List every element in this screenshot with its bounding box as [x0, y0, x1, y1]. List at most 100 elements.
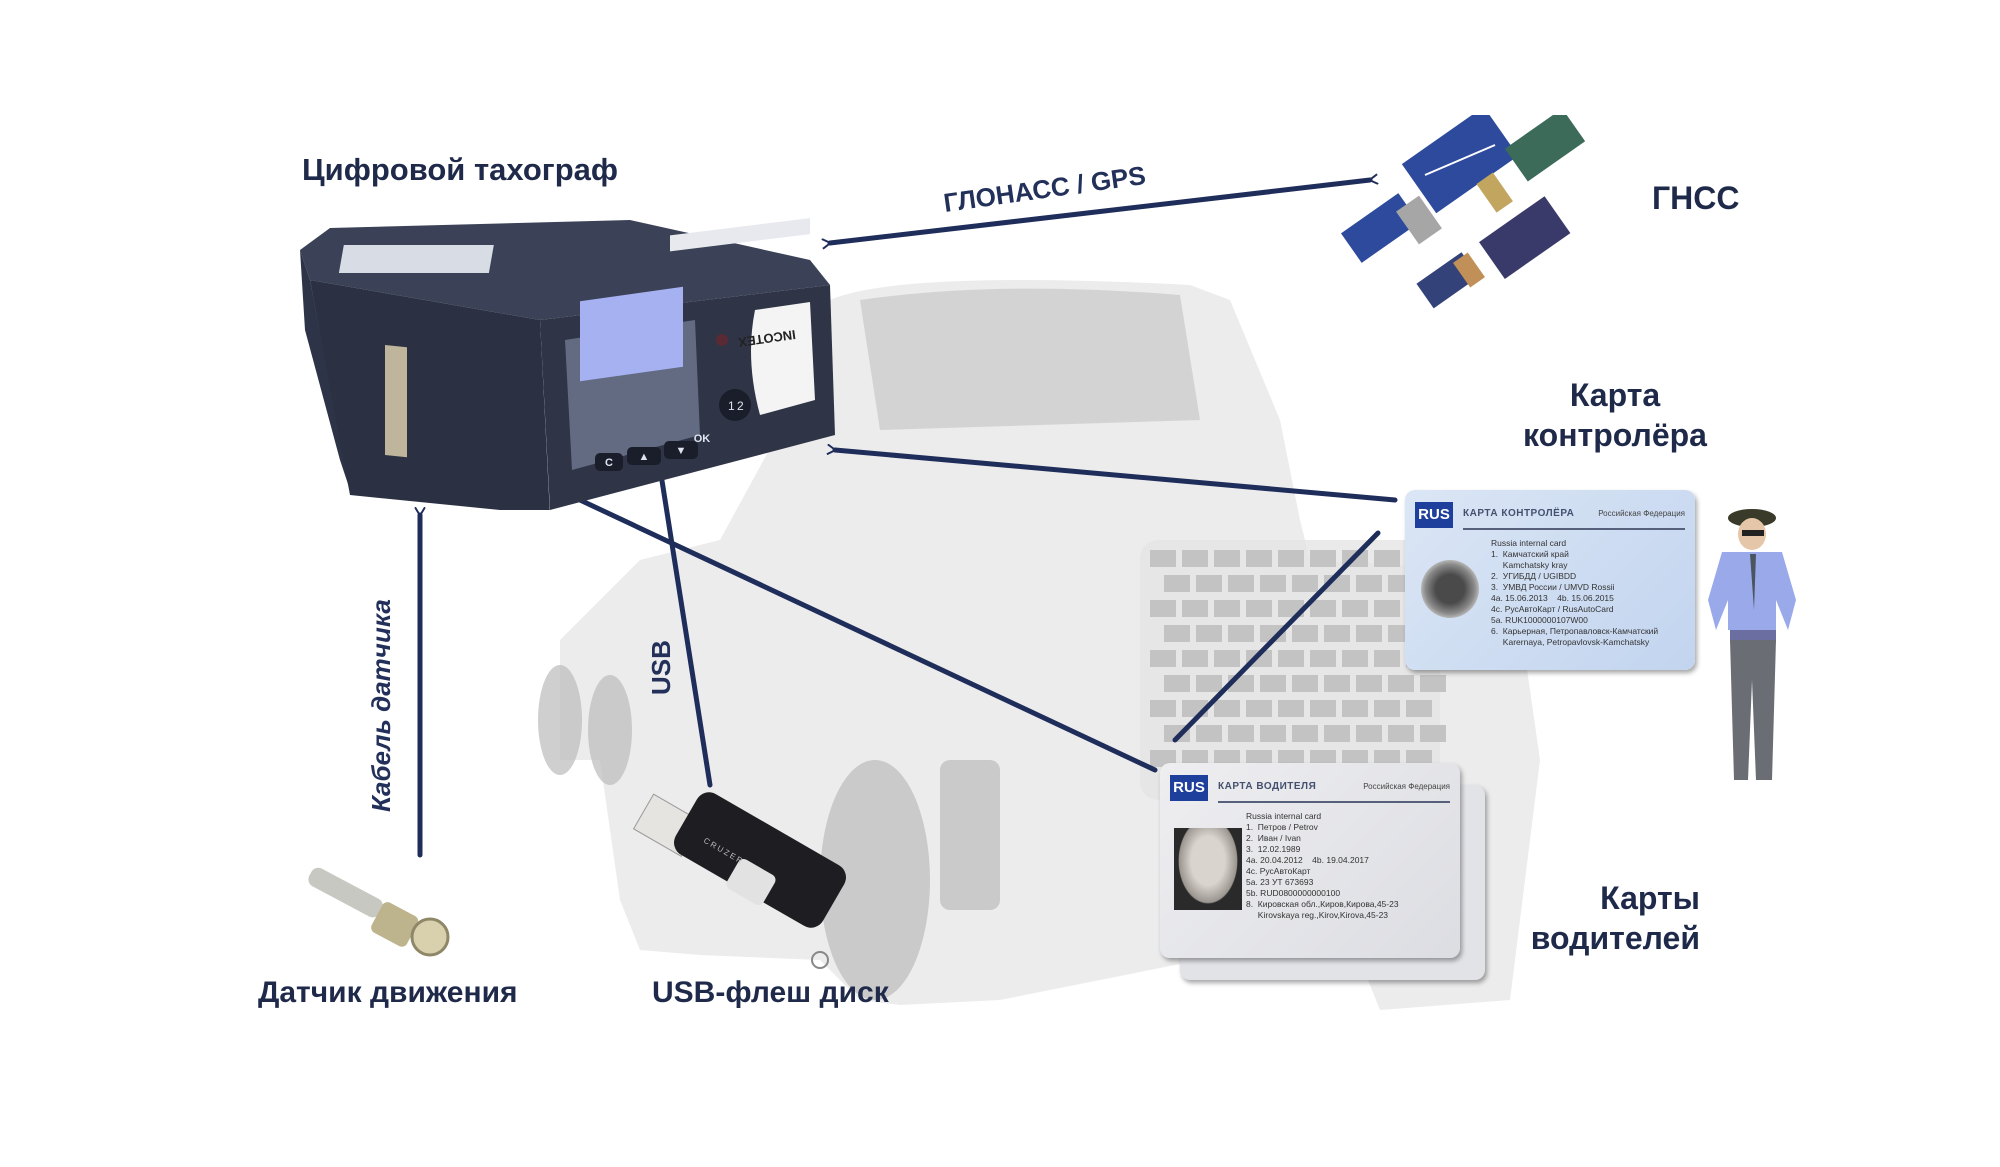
grille-brick: [1214, 550, 1240, 567]
usb-flash-label: USB-флеш диск: [652, 976, 889, 1009]
grille-brick: [1182, 650, 1208, 667]
controller-card-line: 4c. РусАвтоКарт / RusAutoCard: [1491, 604, 1614, 614]
grille-brick: [1196, 575, 1222, 592]
driver-card-rule: [1218, 801, 1450, 803]
grille-brick: [1278, 550, 1304, 567]
grille-brick: [1342, 750, 1368, 767]
grille-brick: [1342, 650, 1368, 667]
officer-figure: [1708, 509, 1796, 780]
grille-brick: [1420, 675, 1446, 692]
grille-brick: [1228, 575, 1254, 592]
driver-cards-label-line1: Карты: [1600, 880, 1700, 916]
controller-card-line: Kamchatsky kray: [1491, 560, 1568, 570]
grille-brick: [1150, 750, 1176, 767]
grille-brick: [1150, 700, 1176, 717]
motion-sensor-icon: [308, 867, 450, 957]
grille-brick: [1150, 650, 1176, 667]
grille-brick: [1196, 625, 1222, 642]
grille-brick: [1196, 725, 1222, 742]
driver-card-line: Russia internal card: [1246, 811, 1322, 821]
controller-card-line: 4a. 15.06.2013 4b. 15.06.2015: [1491, 593, 1614, 603]
driver-card-line: 5a. 23 УТ 673693: [1246, 877, 1314, 887]
gnss-satellites: [1341, 115, 1586, 309]
controller-card-line: 5a. RUK1000000107W00: [1491, 615, 1588, 625]
grille-brick: [1214, 650, 1240, 667]
edge-label-usb: USB: [646, 640, 676, 695]
grille-brick: [1292, 575, 1318, 592]
grille-brick: [1406, 700, 1432, 717]
grille-brick: [1278, 750, 1304, 767]
grille-brick: [1246, 550, 1272, 567]
edge-controller-card-to-tachograph: [835, 450, 1398, 503]
grille-brick: [1388, 725, 1414, 742]
tachograph-button-c[interactable]: [595, 453, 623, 471]
controller-card-line: 2. УГИБДД / UGIBDD: [1491, 571, 1577, 581]
controller-card-title: КАРТА КОНТРОЛЁРА: [1463, 508, 1575, 519]
grille-brick: [1246, 600, 1272, 617]
driver-card-issuer: Российская Федерация: [1363, 782, 1450, 791]
driver-card-line: 3. 12.02.1989: [1246, 844, 1301, 854]
button-ok-label[interactable]: OK: [694, 433, 711, 445]
slot-1-label: 1: [728, 399, 735, 413]
grille-brick: [1374, 550, 1400, 567]
controller-card-label-line2: контролёра: [1523, 417, 1707, 453]
grille-brick: [1228, 625, 1254, 642]
grille-brick: [1260, 675, 1286, 692]
driver-card-line: 8. Кировская обл.,Киров,Кирова,45-23: [1246, 899, 1399, 909]
driver-card-country: RUS: [1170, 775, 1208, 801]
grille-brick: [1260, 725, 1286, 742]
usb-flash-icon: CRUZER: [632, 792, 846, 969]
grille-brick: [1310, 700, 1336, 717]
edge-label-sensor-cable: Кабель датчика: [366, 599, 396, 812]
controller-card-label-line1: Карта: [1569, 377, 1661, 413]
grille-brick: [1246, 750, 1272, 767]
grille-brick: [1388, 675, 1414, 692]
grille-brick: [1278, 650, 1304, 667]
grille-brick: [1342, 600, 1368, 617]
satellite-icon: [1416, 252, 1485, 309]
grille-brick: [1324, 625, 1350, 642]
grille-brick: [1228, 725, 1254, 742]
grille-brick: [1420, 725, 1446, 742]
edge-driver-cards-to-tachograph: [580, 500, 1158, 773]
grille-brick: [1324, 675, 1350, 692]
grille-brick: [1214, 600, 1240, 617]
grille-brick: [1260, 625, 1286, 642]
driver-card-line: 2. Иван / Ivan: [1246, 833, 1301, 843]
driver-card-line: Kirovskaya reg.,Kirov,Kirova,45-23: [1246, 910, 1389, 920]
grille-brick: [1292, 675, 1318, 692]
grille-brick: [1310, 650, 1336, 667]
driver-photo-icon: [1174, 828, 1242, 910]
grille-brick: [1214, 750, 1240, 767]
grille-brick: [1292, 625, 1318, 642]
grille-brick: [1310, 600, 1336, 617]
motion-sensor-label: Датчик движения: [258, 976, 518, 1009]
controller-card-line: Karernaya, Petropavlovsk-Kamchatsky: [1491, 637, 1650, 647]
grille-brick: [1182, 550, 1208, 567]
tachograph-button-down[interactable]: [664, 441, 698, 459]
grille-brick: [1342, 700, 1368, 717]
gnss-label: ГНСС: [1652, 180, 1740, 216]
button-up-label: ▲: [639, 451, 650, 463]
grille-brick: [1406, 750, 1432, 767]
grille-brick: [1246, 700, 1272, 717]
driver-cards-label-line2: водителей: [1530, 920, 1700, 956]
controller-card-country: RUS: [1415, 502, 1453, 528]
grille-brick: [1150, 600, 1176, 617]
controller-card-rule: [1463, 528, 1685, 530]
driver-card-title: КАРТА ВОДИТЕЛЯ: [1218, 781, 1317, 792]
edge-glonass-gps: [830, 180, 1370, 243]
tachograph-button-up[interactable]: [627, 447, 661, 465]
grille-brick: [1356, 725, 1382, 742]
controller-card-line: 3. УМВД России / UMVD Rossii: [1491, 582, 1615, 592]
grille-brick: [1374, 650, 1400, 667]
grille-brick: [1182, 750, 1208, 767]
controller-card-issuer: Российская Федерация: [1598, 509, 1685, 518]
grille-brick: [1356, 675, 1382, 692]
driver-card: RUS КАРТА ВОДИТЕЛЯ Российская Федерация …: [1160, 763, 1460, 958]
grille-brick: [1310, 750, 1336, 767]
grille-brick: [1278, 700, 1304, 717]
grille-brick: [1164, 675, 1190, 692]
grille-brick: [1356, 575, 1382, 592]
